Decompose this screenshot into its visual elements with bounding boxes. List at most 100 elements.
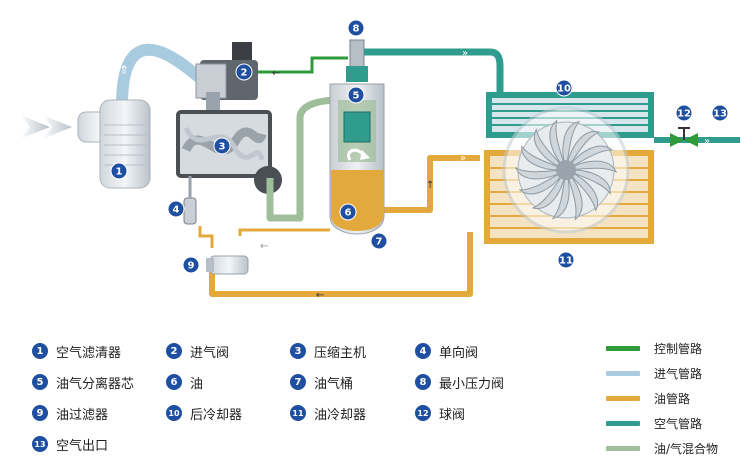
oil-pipe-to-cooler	[384, 155, 480, 213]
pipe-swatch	[606, 345, 640, 351]
svg-text:2: 2	[241, 68, 248, 79]
legend-item-2: 2 进气阀	[166, 340, 229, 362]
air-flow-arrow: »	[462, 48, 468, 59]
pipe-swatch	[606, 370, 640, 376]
legend-item-5: 5 油气分离器芯	[32, 371, 134, 393]
legend-item-7: 7 油气桶	[290, 371, 353, 393]
oil-pipe-arrow-small: ←	[260, 241, 268, 252]
diagram-badge-1: 1	[110, 162, 128, 180]
svg-text:1: 1	[116, 167, 123, 178]
svg-text:12: 12	[677, 109, 691, 120]
legend-number-badge: 11	[290, 405, 306, 421]
svg-text:4: 4	[173, 205, 180, 216]
legend-label: 最小压力阀	[439, 376, 505, 392]
pipe-legend-item: 油/气混合物	[606, 438, 718, 458]
legend-label: 油气桶	[314, 376, 354, 392]
cooling-fan	[502, 106, 630, 234]
diagram-badge-2: 2	[235, 63, 253, 81]
oil-pipe-return	[209, 232, 473, 297]
legend-number-badge: 7	[290, 374, 306, 390]
pipe-legend-item: 进气管路	[606, 363, 702, 383]
legend-label: 空气出口	[56, 438, 109, 454]
svg-text:10: 10	[557, 84, 571, 95]
legend-number-badge: 1	[32, 343, 48, 359]
diagram-badge-13: 13	[711, 104, 729, 122]
svg-text:3: 3	[219, 142, 226, 153]
legend-label: 球阀	[439, 407, 466, 423]
legend-item-3: 3 压缩主机	[290, 340, 366, 362]
pipe-legend-item: 控制管路	[606, 338, 702, 358]
diagram-badge-7: 7	[370, 232, 388, 250]
legend-label: 后冷却器	[190, 407, 243, 423]
legend-label: 油气分离器芯	[56, 376, 135, 392]
legend-label: 压缩主机	[314, 345, 367, 361]
air-pipe	[364, 48, 504, 92]
fan-blade	[565, 169, 611, 195]
legend-number-badge: 2	[166, 343, 182, 359]
diagram-badge-6: 6	[339, 203, 357, 221]
legend-number-badge: 5	[32, 374, 48, 390]
pipe-label: 进气管路	[654, 366, 703, 381]
ball-valve	[670, 127, 698, 147]
oil-air-tank	[329, 83, 385, 235]
pipe-legend-item: 空气管路	[606, 413, 702, 433]
fan-blade	[565, 169, 598, 212]
legend-label: 空气滤清器	[56, 345, 122, 361]
pipe-legend-item: 油管路	[606, 388, 690, 408]
oil-pipe-tank-bottom	[238, 228, 330, 236]
pipe-swatch	[606, 420, 640, 426]
fan-blade	[565, 169, 583, 221]
intake-flow-arrow: ⇑	[119, 63, 129, 77]
legend-number-badge: 3	[290, 343, 306, 359]
svg-text:8: 8	[353, 24, 360, 35]
min-pressure-valve	[346, 39, 368, 82]
fan-blade	[514, 167, 567, 180]
legend-item-1: 1 空气滤清器	[32, 340, 121, 362]
pipe-swatch	[606, 395, 640, 401]
pipe-label: 油/气混合物	[654, 441, 719, 456]
fan-blade	[549, 119, 567, 171]
svg-text:13: 13	[713, 109, 727, 120]
legend-label: 油冷却器	[314, 407, 367, 423]
diagram-badge-3: 3	[213, 137, 231, 155]
control-pipe	[258, 56, 348, 74]
fan-blade	[565, 160, 618, 173]
legend-item-4: 4 单向阀	[415, 340, 478, 362]
legend-label: 进气阀	[190, 345, 230, 361]
legend-number-badge: 13	[32, 436, 48, 452]
diagram-badge-12: 12	[675, 104, 693, 122]
legend-label: 单向阀	[439, 345, 479, 361]
compressor-airend	[176, 110, 282, 194]
oil-flow-arrow-up: ↑	[426, 180, 434, 191]
svg-text:9: 9	[188, 261, 195, 272]
pipe-label: 油管路	[654, 391, 691, 406]
fan-blade	[518, 169, 567, 195]
fan-blade	[565, 131, 601, 171]
svg-text:6: 6	[345, 208, 352, 219]
control-flow-arrow: ←	[272, 68, 280, 79]
mixture-flow-arrow: ⇓	[306, 142, 314, 153]
pipe-label: 控制管路	[654, 341, 703, 356]
legend-label: 油	[190, 376, 204, 392]
fan-blade	[534, 128, 567, 171]
oil-filter	[206, 255, 249, 275]
outlet-flow-arrow: »	[704, 136, 710, 147]
diagram-badge-9: 9	[182, 256, 200, 274]
fan-blade	[551, 169, 570, 220]
legend-number-badge: 9	[32, 405, 48, 421]
fan-blade	[565, 145, 614, 171]
legend-item-11: 11 油冷却器	[290, 402, 366, 424]
diagram-badge-10: 10	[555, 79, 573, 97]
diagram-badge-11: 11	[557, 251, 575, 269]
intake-pipe	[116, 43, 206, 111]
intake-arrows	[20, 115, 72, 139]
legend-number-badge: 4	[415, 343, 431, 359]
svg-text:5: 5	[353, 91, 360, 102]
diagram-badge-4: 4	[167, 200, 185, 218]
